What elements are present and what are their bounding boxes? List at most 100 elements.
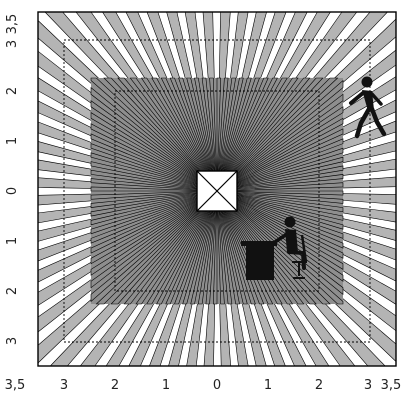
coverage-wedge [110, 190, 218, 305]
coverage-wedge [216, 77, 260, 192]
coverage-wedge [90, 190, 218, 226]
coverage-wedge [182, 190, 218, 305]
coverage-wedge [90, 169, 218, 192]
coverage-wedge [216, 190, 344, 270]
x-tick: 3 [60, 378, 68, 393]
coverage-wedge [151, 77, 218, 192]
coverage-wedge [216, 190, 344, 249]
coverage-wedge [216, 77, 278, 192]
coverage-wedge [216, 190, 344, 221]
coverage-wedge [216, 190, 344, 196]
x-tick: 3 [364, 378, 372, 393]
coverage-wedge [216, 190, 225, 305]
coverage-wedge [90, 190, 218, 200]
coverage-wedge [90, 133, 218, 192]
coverage-wedge [135, 190, 218, 305]
area-border [37, 11, 397, 367]
coverage-wedge [160, 77, 218, 192]
coverage-wedge [90, 123, 218, 192]
coverage-wedge [90, 77, 218, 192]
coverage-wedge [165, 190, 218, 305]
coverage-wedge [216, 77, 229, 192]
y-tick: 3,5 [5, 14, 20, 35]
x-tick: 1 [162, 378, 170, 393]
coverage-wedge [190, 190, 218, 305]
coverage-wedge [212, 190, 218, 305]
coverage-wedge [209, 77, 218, 192]
coverage-wedge [216, 190, 344, 204]
x-tick: 0 [213, 378, 221, 393]
coverage-wedge [90, 190, 218, 289]
coverage-wedge [216, 77, 299, 192]
coverage-wedge [90, 190, 218, 276]
x-tick: 3,5 [5, 378, 26, 393]
x-tick: 2 [111, 378, 119, 393]
coverage-wedge [90, 86, 218, 192]
coverage-wedge [216, 190, 344, 305]
coverage-wedge [216, 190, 344, 259]
inner-range-outline [114, 90, 320, 292]
coverage-wedge [90, 178, 218, 192]
coverage-wedge [216, 190, 344, 230]
coverage-wedge [216, 156, 344, 192]
y-tick: 0 [5, 187, 20, 195]
coverage-wedge [117, 77, 218, 192]
coverage-wedge [216, 77, 288, 192]
coverage-wedge [146, 190, 218, 305]
coverage-wedge [216, 190, 274, 305]
y-tick: 1 [5, 137, 20, 145]
coverage-wedge [90, 100, 218, 192]
coverage-wedge [90, 190, 218, 254]
coverage-wedge [90, 152, 218, 192]
walking-person-icon [349, 76, 387, 139]
coverage-wedge [129, 77, 218, 192]
y-tick: 3 [5, 40, 20, 48]
coverage-wedge [216, 77, 324, 192]
coverage-wedge [216, 117, 344, 192]
coverage-wedge [216, 182, 344, 192]
coverage-wedge [90, 190, 218, 265]
coverage-wedge [140, 77, 218, 192]
coverage-wedge [216, 174, 344, 192]
y-axis-labels: 3,5 3 2 1 0 1 2 3 [5, 14, 20, 345]
coverage-wedge [216, 77, 252, 192]
coverage-wedge [90, 190, 218, 303]
y-tick: 1 [5, 237, 20, 245]
coverage-wedge [90, 112, 218, 192]
coverage-wedge [216, 190, 248, 305]
y-tick: 3 [5, 337, 20, 345]
coverage-wedge [216, 190, 256, 305]
coverage-wedge [216, 138, 344, 192]
coverage-wedge [216, 190, 240, 305]
y-tick: 2 [5, 287, 20, 295]
y-tick: 2 [5, 87, 20, 95]
coverage-wedge [205, 190, 218, 305]
x-tick: 1 [264, 378, 272, 393]
coverage-wedge [216, 77, 269, 192]
coverage-wedge [216, 190, 344, 282]
coverage-wedge [178, 77, 218, 192]
coverage-wedge [216, 77, 244, 192]
coverage-wedge [186, 77, 218, 192]
coverage-wedge [216, 190, 344, 213]
coverage-wedge [90, 190, 218, 235]
coverage-wedge [216, 77, 311, 192]
coverage-wedge [216, 147, 344, 192]
x-tick: 3,5 [381, 378, 402, 393]
seated-person-at-desk-icon [241, 216, 308, 280]
coverage-wedge [90, 190, 218, 244]
coverage-wedge [216, 165, 344, 192]
coverage-wedge [197, 190, 218, 305]
coverage-wedge [216, 77, 222, 192]
outer-range-outline [63, 39, 371, 343]
coverage-wedge [90, 186, 218, 192]
coverage-wedge [169, 77, 218, 192]
coverage-wedge [90, 190, 218, 208]
coverage-wedge [90, 161, 218, 192]
coverage-wedge [216, 79, 344, 192]
coverage-wedge [156, 190, 218, 305]
coverage-wedge [174, 190, 218, 305]
coverage-wedge [216, 190, 233, 305]
coverage-wedge [90, 143, 218, 192]
